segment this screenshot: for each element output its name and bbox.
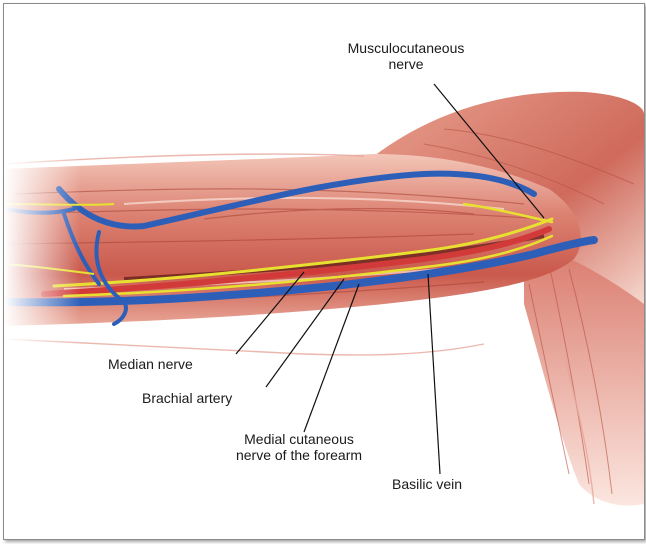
label-musculocutaneous-line2: nerve — [336, 56, 476, 72]
label-medial-cutaneous-nerve: Medial cutaneous nerve of the forearm — [216, 431, 382, 463]
label-basilic-vein: Basilic vein — [392, 476, 462, 492]
anatomy-figure: Musculocutaneous nerve Median nerve Brac… — [3, 3, 645, 540]
label-musculocutaneous-line1: Musculocutaneous — [336, 40, 476, 56]
label-musculocutaneous-nerve: Musculocutaneous nerve — [336, 40, 476, 72]
label-medial-cutaneous-line1: Medial cutaneous — [216, 431, 382, 447]
label-medial-cutaneous-line2: nerve of the forearm — [216, 447, 382, 463]
label-brachial-artery: Brachial artery — [142, 390, 232, 406]
label-median-nerve: Median nerve — [108, 356, 193, 372]
